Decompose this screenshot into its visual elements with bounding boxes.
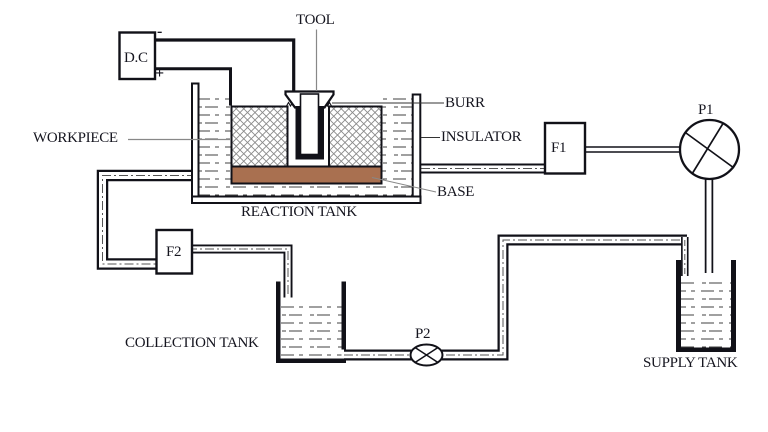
- wire-negative-to-tool: [155, 38, 296, 92]
- collection-tank-label: COLLECTION TANK: [125, 335, 259, 351]
- filter2-label: F2: [166, 244, 182, 260]
- pump2-symbol: [409, 343, 444, 367]
- minus-terminal-label: -: [157, 23, 163, 40]
- burr-label: BURR: [445, 95, 485, 111]
- collection-tank-liquid: [280, 306, 342, 359]
- supply-tank: [676, 260, 736, 352]
- plus-terminal-label: +: [155, 65, 165, 82]
- pipe-collection-to-supply: [344, 234, 689, 361]
- insulator-bar: [411, 93, 422, 204]
- dc-source-box: [118, 31, 157, 81]
- tool-electrode: [284, 90, 335, 160]
- pump1-label: P1: [698, 102, 714, 118]
- base-plate: [230, 165, 383, 185]
- pump2-label: P2: [415, 326, 431, 342]
- pipe-drain-to-f2: [96, 169, 196, 270]
- workpiece-block-left: [230, 105, 289, 168]
- pipe-f2-to-collection: [188, 244, 293, 298]
- wire-positive-to-workpiece: [155, 67, 232, 106]
- reaction-tank-label: REACTION TANK: [241, 204, 357, 220]
- supply-tank-liquid: [681, 277, 732, 348]
- workpiece-label: WORKPIECE: [33, 130, 118, 146]
- dc-source-label: D.C: [124, 50, 148, 66]
- filter1-label: F1: [551, 140, 567, 156]
- workpiece-block-right: [328, 105, 383, 168]
- base-label: BASE: [437, 184, 475, 200]
- filter2-box: [155, 228, 194, 275]
- reaction-tank-left-wall: [191, 82, 200, 204]
- reaction-tank-bottom: [191, 195, 422, 204]
- filter1-box: [543, 121, 587, 175]
- base-pointer-line: [371, 177, 437, 193]
- collection-tank: [276, 281, 346, 363]
- supply-tank-label: SUPPLY TANK: [643, 355, 738, 371]
- pump1-symbol: [678, 118, 741, 181]
- insulator-label: INSULATOR: [441, 129, 522, 145]
- tool-label: TOOL: [296, 12, 335, 28]
